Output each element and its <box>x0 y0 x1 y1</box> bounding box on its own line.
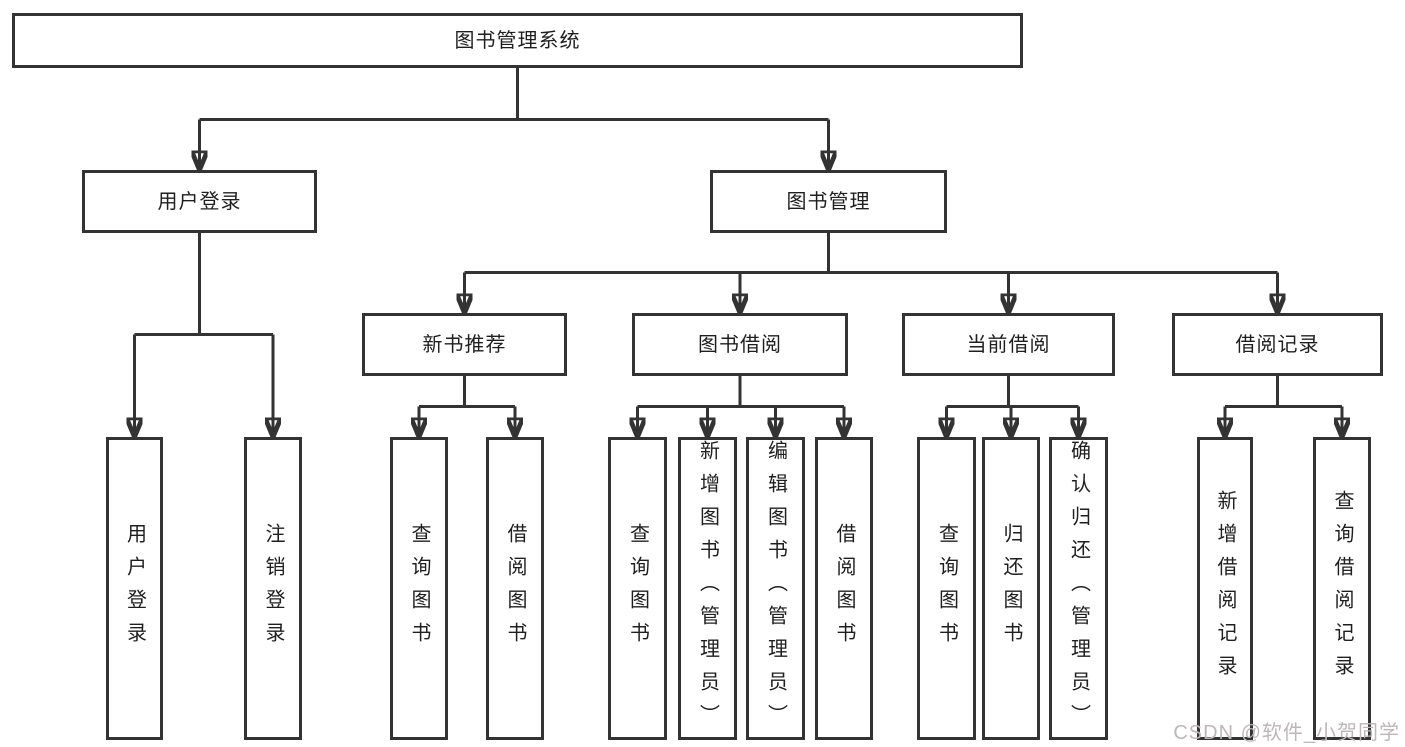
node-current-borrow: 当前借阅 <box>902 313 1115 376</box>
node-book-mgmt: 图书管理 <box>710 170 947 233</box>
leaf-current-query-book: 查询图书 <box>917 437 976 740</box>
leaf-borrow-borrow-book: 借阅图书 <box>815 437 873 740</box>
node-root: 图书管理系统 <box>12 13 1023 68</box>
leaf-records-add-record: 新增借阅记录 <box>1197 437 1253 740</box>
node-borrow-records: 借阅记录 <box>1172 313 1383 376</box>
node-book-borrow: 图书借阅 <box>632 313 848 376</box>
leaf-borrow-add-book: 新增图书（管理员） <box>678 437 737 740</box>
leaf-rec-query-book: 查询图书 <box>390 437 448 740</box>
leaf-user-login: 用户登录 <box>106 437 163 740</box>
node-new-book-rec: 新书推荐 <box>362 313 567 376</box>
leaf-records-query-record: 查询借阅记录 <box>1313 437 1371 740</box>
leaf-current-confirm-return: 确认归还（管理员） <box>1049 437 1108 740</box>
leaf-borrow-query-book: 查询图书 <box>608 437 667 740</box>
leaf-current-return-book: 归还图书 <box>982 437 1040 740</box>
leaf-borrow-edit-book: 编辑图书（管理员） <box>746 437 805 740</box>
leaf-rec-borrow-book: 借阅图书 <box>486 437 544 740</box>
watermark: CSDN @软件_小贺同学 <box>1173 722 1400 744</box>
leaf-logout: 注销登录 <box>244 437 302 740</box>
node-user-login: 用户登录 <box>82 170 317 233</box>
